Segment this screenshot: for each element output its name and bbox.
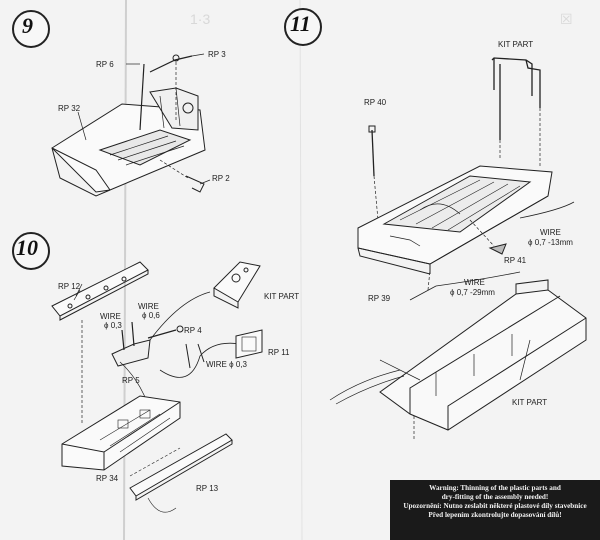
label-rp39: RP 39 bbox=[368, 294, 391, 303]
page-crease bbox=[299, 0, 303, 540]
warning-line-3: Upozornění: Nutno zeslabit některé plast… bbox=[403, 502, 587, 510]
label-rp40: RP 40 bbox=[364, 98, 387, 107]
label-kit-part-top: KIT PART bbox=[498, 40, 534, 49]
step-11-number: 11 bbox=[290, 11, 311, 36]
label-rp12: RP 12 bbox=[58, 282, 81, 291]
label-rp2: RP 2 bbox=[212, 174, 230, 183]
label-wire-06-2: ϕ 0,6 bbox=[142, 311, 160, 320]
label-rp4: RP 4 bbox=[184, 326, 202, 335]
label-wire-03b: WIRE ϕ 0,3 bbox=[206, 360, 247, 369]
warning-line-1: Warning: Thinning of the plastic parts a… bbox=[429, 484, 561, 492]
label-wire-07a-1: WIRE bbox=[540, 228, 561, 237]
label-wire-07a-2: ϕ 0,7 -13mm bbox=[528, 238, 573, 247]
label-rp3: RP 3 bbox=[208, 50, 226, 59]
ghost-mark: 1·3 bbox=[190, 11, 210, 27]
ghost-mark: ☒ bbox=[560, 11, 573, 27]
label-wire-03a-1: WIRE bbox=[100, 312, 121, 321]
label-rp5: RP 5 bbox=[122, 376, 140, 385]
warning-line-2: dry-fitting of the assembly needed! bbox=[441, 493, 549, 501]
step-9-number: 9 bbox=[22, 13, 33, 38]
label-rp11: RP 11 bbox=[268, 348, 290, 357]
label-wire-03a-2: ϕ 0,3 bbox=[104, 321, 122, 330]
label-kit-part-10: KIT PART bbox=[264, 292, 300, 301]
label-kit-part-bottom: KIT PART bbox=[512, 398, 548, 407]
warning-line-4: Před lepením zkontrolujte dopasování díl… bbox=[428, 511, 562, 519]
step-10-badge bbox=[12, 232, 50, 270]
step10-drawing bbox=[51, 261, 263, 513]
step-11-badge bbox=[284, 8, 322, 46]
label-wire-07b-1: WIRE bbox=[464, 278, 485, 287]
label-rp6: RP 6 bbox=[96, 60, 114, 69]
step-10-number: 10 bbox=[16, 235, 38, 260]
step9-drawing bbox=[51, 53, 211, 197]
step11-drawing bbox=[329, 57, 587, 440]
label-rp34: RP 34 bbox=[96, 474, 119, 483]
label-rp41: RP 41 bbox=[504, 256, 527, 265]
label-rp32: RP 32 bbox=[58, 104, 81, 113]
label-wire-06-1: WIRE bbox=[138, 302, 159, 311]
label-wire-07b-2: ϕ 0,7 -29mm bbox=[450, 288, 495, 297]
step-9-badge bbox=[12, 10, 50, 48]
label-rp13: RP 13 bbox=[196, 484, 219, 493]
warning-box: Warning: Thinning of the plastic parts a… bbox=[390, 480, 600, 540]
